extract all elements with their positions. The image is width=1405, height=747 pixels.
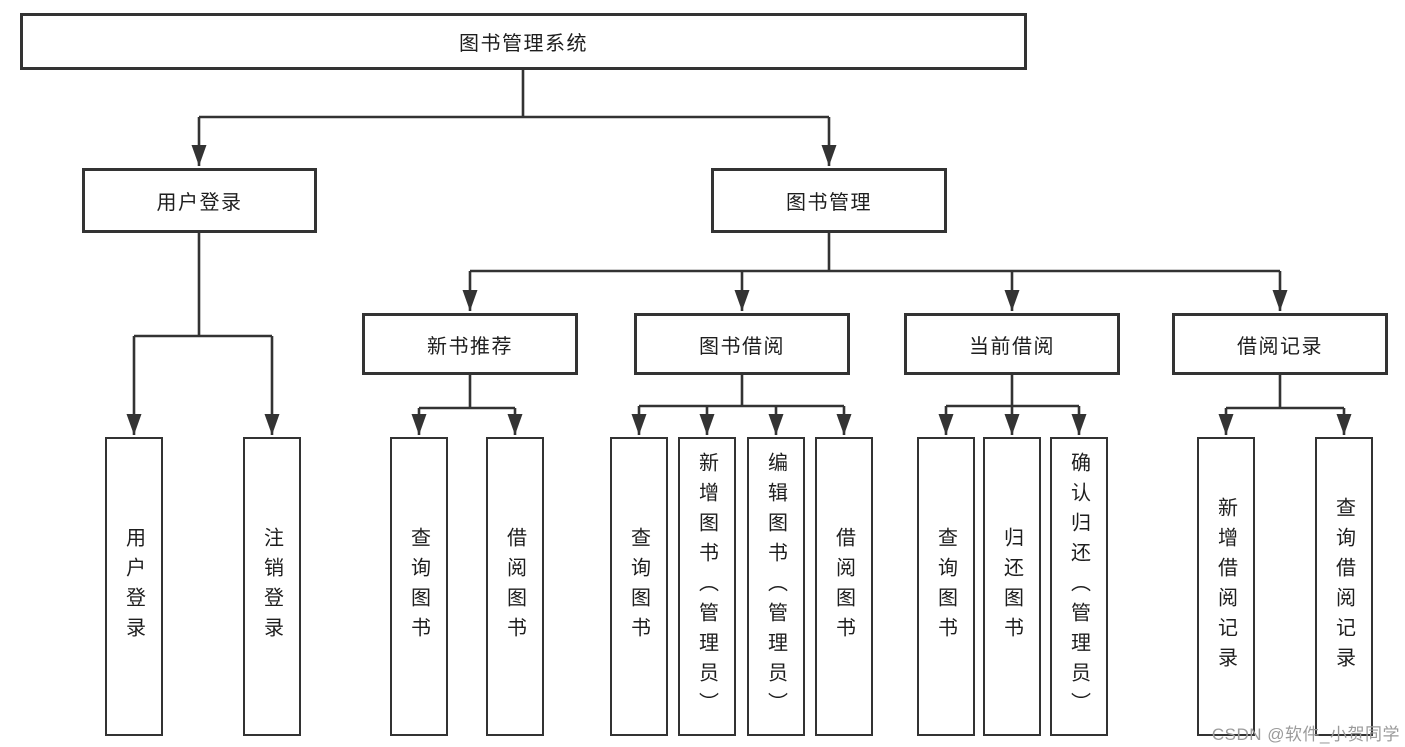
leaf-add-borrow-record: 新增借阅记录	[1197, 437, 1255, 736]
node-borrowing-records: 借阅记录	[1172, 313, 1388, 375]
node-current-borrowing: 当前借阅	[904, 313, 1120, 375]
connector-root-to-level2	[191, 70, 837, 166]
node-book-management: 图书管理	[711, 168, 947, 233]
leaf-return-books: 归还图书	[983, 437, 1041, 736]
leaf-query-borrow-record: 查询借阅记录	[1315, 437, 1373, 736]
node-user-login: 用户登录	[82, 168, 317, 233]
connector-user-login-children	[126, 233, 280, 435]
leaf-edit-books-admin: 编辑图书（管理员）	[747, 437, 805, 736]
connector-borrow-record-children	[1218, 375, 1352, 435]
node-new-book-recommendation: 新书推荐	[362, 313, 578, 375]
leaf-borrow-books-newbook: 借阅图书	[486, 437, 544, 736]
connector-book-borrow-children	[631, 375, 852, 435]
leaf-user-login: 用户登录	[105, 437, 163, 736]
leaf-query-books-newbook: 查询图书	[390, 437, 448, 736]
csdn-watermark: CSDN @软件_小贺同学	[1211, 725, 1400, 744]
connector-new-book-children	[411, 375, 523, 435]
leaf-borrow-books-borrowing: 借阅图书	[815, 437, 873, 736]
leaf-query-books-borrowing: 查询图书	[610, 437, 668, 736]
node-book-borrowing: 图书借阅	[634, 313, 850, 375]
leaf-logout: 注销登录	[243, 437, 301, 736]
connector-book-mgmt-to-level3	[462, 233, 1288, 311]
leaf-add-books-admin: 新增图书（管理员）	[678, 437, 736, 736]
connector-current-borrow-children	[938, 375, 1087, 435]
node-library-management-system: 图书管理系统	[20, 13, 1027, 70]
leaf-confirm-return-admin: 确认归还（管理员）	[1050, 437, 1108, 736]
leaf-query-books-current: 查询图书	[917, 437, 975, 736]
